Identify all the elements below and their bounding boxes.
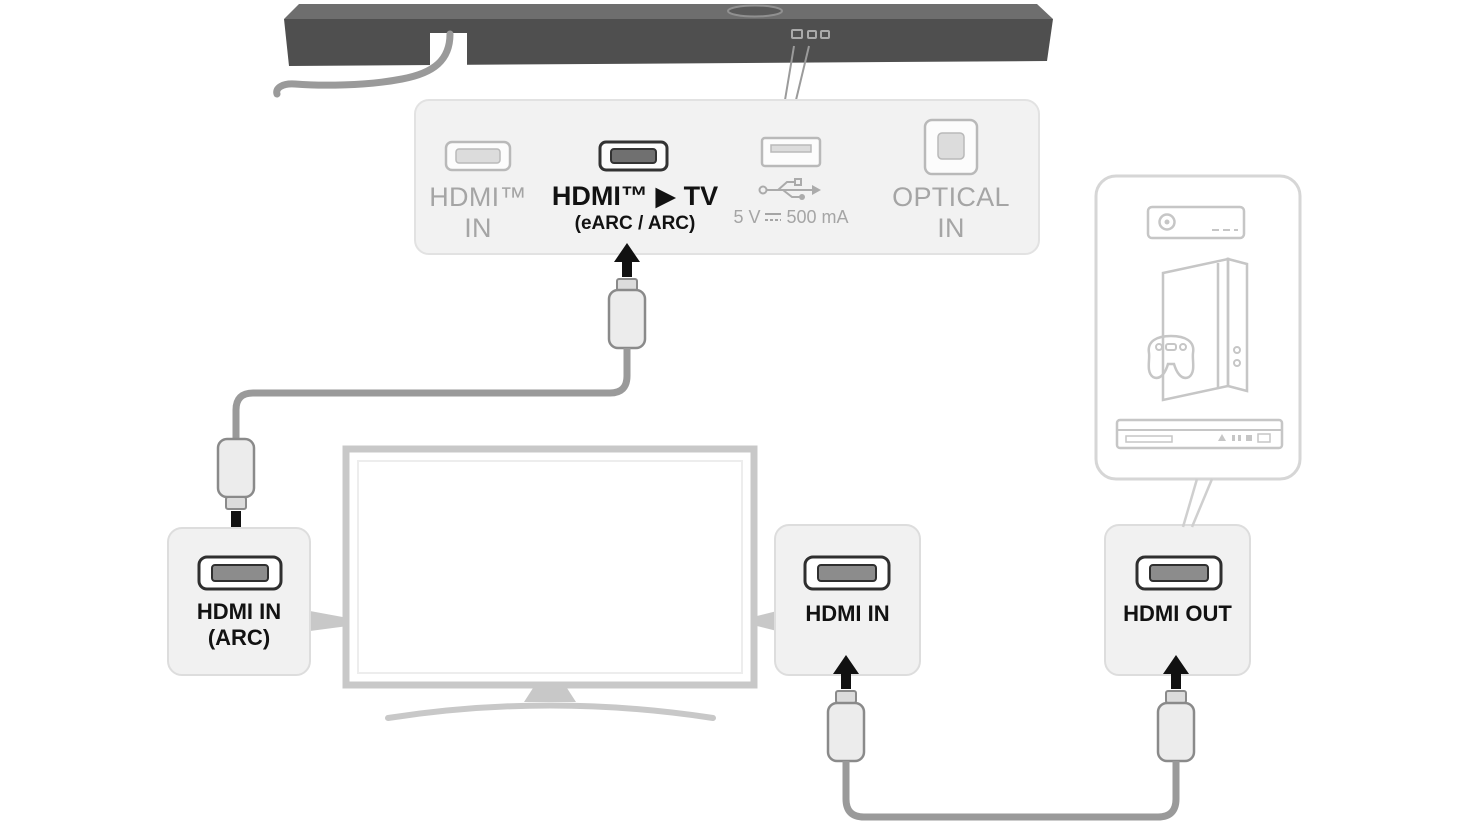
device-hdmi-out-box-label: HDMI OUT — [1105, 601, 1250, 627]
tv-hdmi-arc-box — [167, 527, 311, 676]
set-top-box-icon — [1146, 205, 1246, 240]
dc-current-icon — [765, 212, 782, 223]
soundbar-top-button-icon — [727, 4, 783, 18]
usb-label-prefix: 5 V — [733, 207, 761, 227]
hdmi-in-label-line1: HDMI™ — [429, 182, 527, 212]
devices-pointer-line-right — [1190, 478, 1214, 528]
arrow-up-icon — [1163, 655, 1189, 689]
usb-power-label: 5 V 500 mA — [715, 207, 867, 227]
port-panel-background — [414, 99, 1040, 255]
soundbar-hdmi-in-label: HDMI IN — [805, 601, 890, 626]
arrow-up-icon — [833, 655, 859, 689]
usb-label-suffix: 500 mA — [786, 207, 849, 227]
hdmi-plug-body — [216, 437, 256, 499]
hdmi-port-icon — [803, 555, 891, 591]
power-cable — [273, 30, 454, 98]
soundbar-illustration — [273, 4, 1053, 101]
callout-line-right — [795, 45, 810, 101]
callout-box-background — [774, 524, 921, 676]
tv-hdmi-arc-label-line2: (ARC) — [207, 625, 271, 650]
hdmi-in-port-icon — [444, 140, 512, 172]
hdmi-plug-tip — [225, 496, 247, 510]
hdmi-port-icon — [1135, 555, 1223, 591]
game-console-icon — [1147, 257, 1249, 402]
soundbar-hdmi-in-box — [774, 524, 921, 689]
optical-in-port-icon — [923, 118, 979, 176]
hdmi-cable-device-to-soundbar — [826, 690, 1196, 821]
tv-illustration — [310, 445, 777, 721]
hdmi-plug-tip — [1165, 690, 1187, 704]
hdmi-plug-body — [607, 288, 647, 350]
device-hdmi-out-box — [1104, 524, 1251, 689]
tv-hdmi-arc-box-label: HDMI IN (ARC) — [168, 599, 310, 651]
optical-in-label-line2: IN — [937, 213, 965, 243]
rear-port-panel — [414, 99, 1040, 255]
devices-box-outline — [1094, 174, 1302, 481]
hdmi-arc-tv-port-icon — [598, 140, 669, 172]
tv-stand-neck — [524, 685, 576, 702]
hdmi-arc-tv-label-line1: HDMI™ ▶ TV — [551, 181, 719, 211]
hdmi-cable-wire — [232, 348, 631, 439]
tv-stand-base — [385, 702, 716, 721]
hdmi-plug-tip — [835, 690, 857, 704]
soundbar-rear-ports-icon — [791, 29, 830, 39]
hdmi-port-icon — [197, 555, 283, 591]
soundbar-top-face — [284, 4, 1053, 19]
bluray-player-icon — [1115, 418, 1284, 450]
optical-in-port-label: OPTICAL IN — [873, 182, 1029, 244]
tv-screen-inner — [357, 460, 743, 674]
usb-port-icon — [760, 136, 822, 168]
tv-right-connector-wedge — [753, 611, 777, 631]
hdmi-arc-tv-port-label: HDMI™ ▶ TV (eARC / ARC) — [537, 181, 733, 235]
device-hdmi-out-label: HDMI OUT — [1123, 601, 1232, 626]
hdmi-plug-body — [1156, 701, 1196, 763]
soundbar-front-face — [284, 19, 1053, 66]
tv-left-connector-wedge — [310, 611, 348, 631]
callout-box-background — [1104, 524, 1251, 676]
devices-pointer-line-left — [1181, 478, 1199, 528]
hdmi-plug-body — [826, 701, 866, 763]
optical-in-label-line1: OPTICAL — [892, 182, 1010, 212]
arrow-up-icon — [614, 243, 640, 277]
hdmi-cable-wire — [842, 761, 1180, 821]
tv-hdmi-arc-label-line1: HDMI IN — [196, 599, 282, 624]
usb-trident-icon — [758, 178, 821, 200]
callout-line-left — [784, 45, 795, 101]
soundbar-hdmi-in-box-label: HDMI IN — [775, 601, 920, 627]
hdmi-arc-tv-label-line2: (eARC / ARC) — [574, 213, 696, 234]
hdmi-in-port-label: HDMI™ IN — [400, 182, 556, 244]
hdmi-in-label-line2: IN — [464, 213, 492, 243]
tv-screen — [342, 445, 758, 689]
external-devices-box — [1094, 174, 1302, 528]
